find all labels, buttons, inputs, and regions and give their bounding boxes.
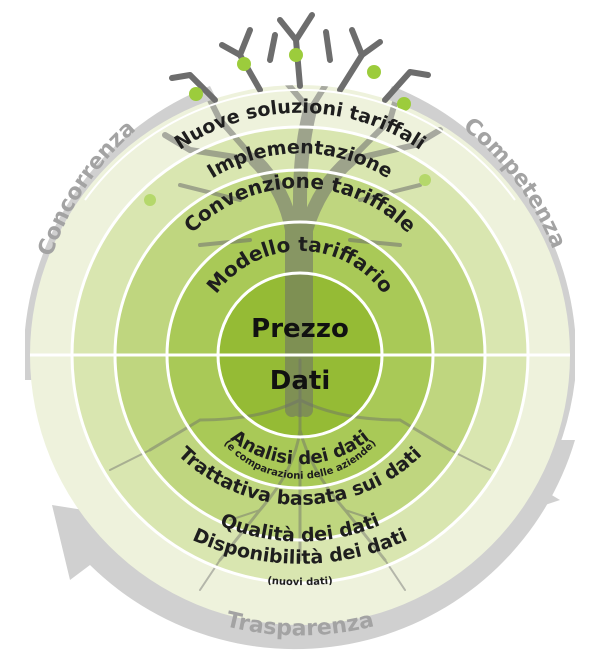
cycle-arrow-right <box>380 86 575 520</box>
apple-icon <box>237 57 251 71</box>
ring-note-new-data: (nuovi dati) <box>267 576 333 589</box>
apple-icon <box>397 97 411 111</box>
apple-icon <box>289 48 303 62</box>
apple-icon <box>144 194 156 206</box>
roots-icon <box>109 358 491 591</box>
apple-icon <box>367 65 381 79</box>
apple-icon <box>189 87 203 101</box>
core-label-data: Dati <box>270 366 330 396</box>
core-label-price: Prezzo <box>251 314 349 344</box>
tree-crown <box>144 12 431 206</box>
ring-separators <box>30 89 570 585</box>
apple-icon <box>419 174 431 186</box>
